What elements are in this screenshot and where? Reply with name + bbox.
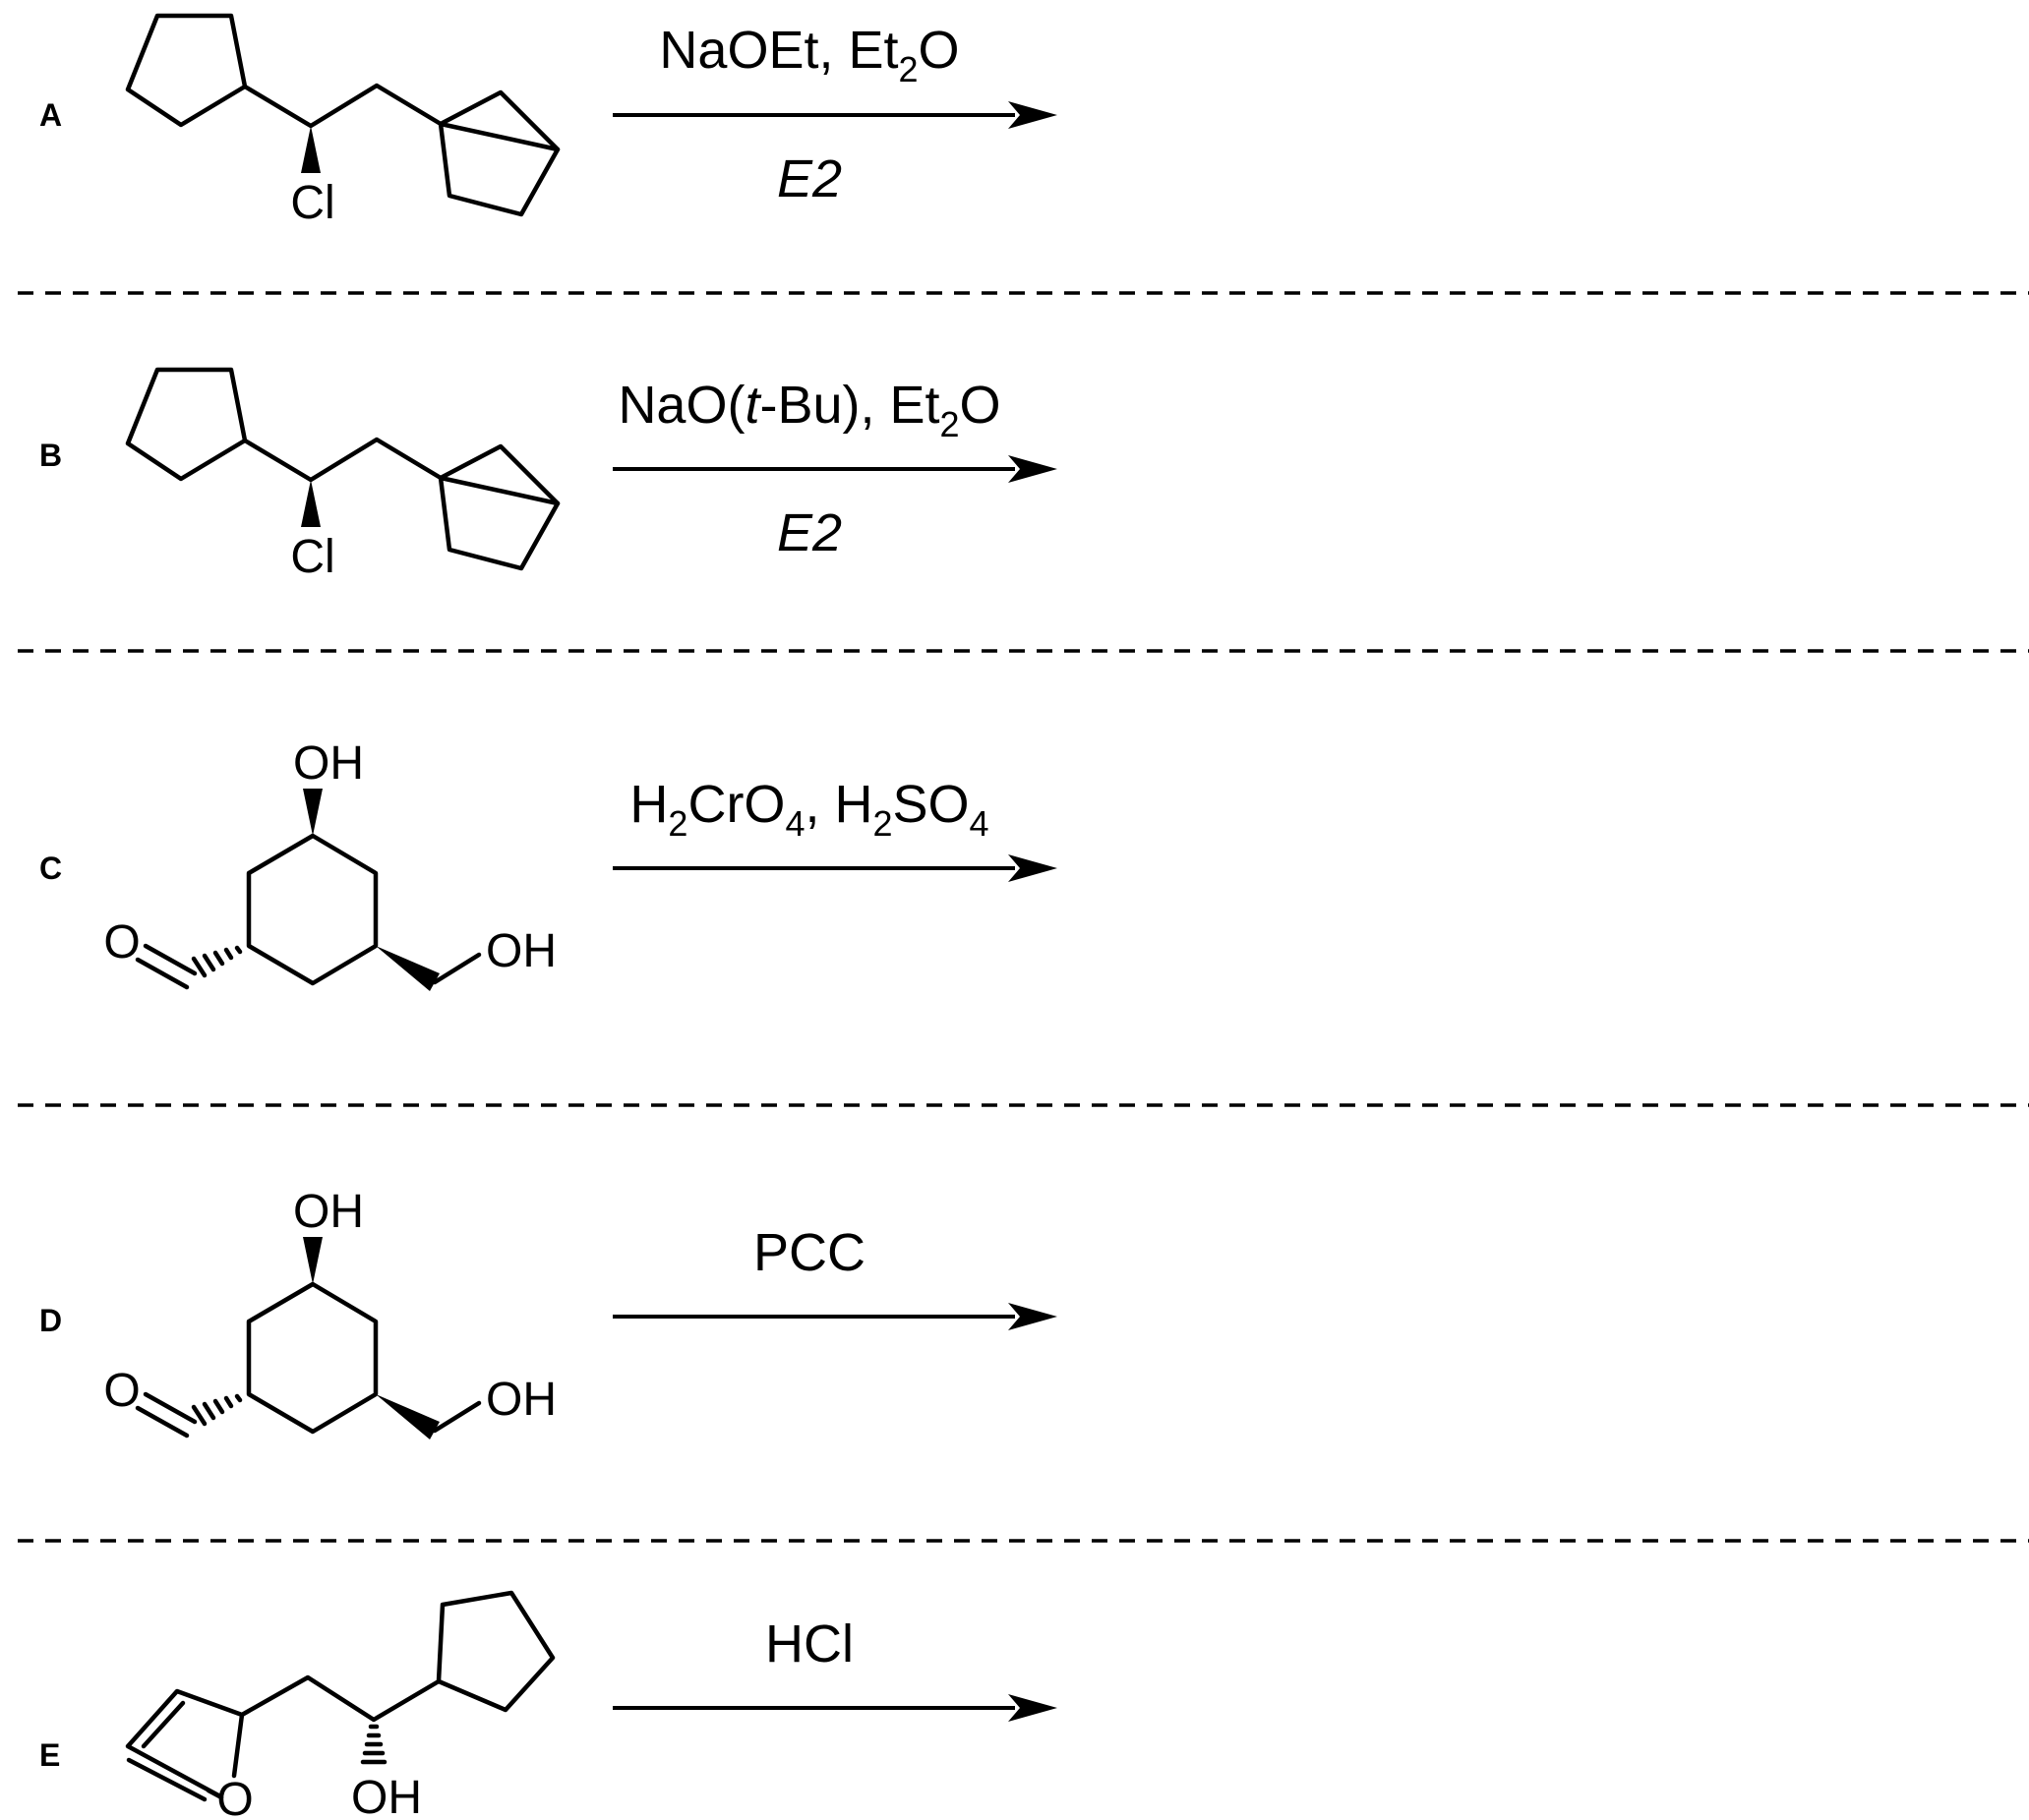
wedge-bond-top bbox=[303, 1237, 323, 1284]
furan-double-bond-inner-1 bbox=[141, 1700, 186, 1749]
reagent-c: H2CrO4, H2SO4 bbox=[629, 775, 988, 844]
arrowhead-a bbox=[1008, 101, 1057, 129]
atom-o-aldehyde: O bbox=[103, 916, 140, 969]
atom-o-aldehyde: O bbox=[103, 1365, 140, 1417]
reaction-e: E O OH HCl bbox=[39, 1590, 1057, 1820]
molecule-a: Cl bbox=[125, 13, 561, 229]
cyclohexane-ring bbox=[246, 833, 379, 986]
wedge-bond-right bbox=[376, 946, 440, 991]
reaction-label-e: E bbox=[39, 1737, 60, 1773]
furan-ring-bonds bbox=[125, 1688, 245, 1799]
bond-ch2-oh bbox=[432, 1400, 482, 1434]
wedge-bond bbox=[301, 126, 321, 173]
reaction-b: B Cl NaO(t-Bu), Et2O E2 bbox=[39, 367, 1057, 583]
reaction-label-a: A bbox=[39, 97, 62, 133]
carbon-chain bbox=[242, 437, 444, 483]
arrowhead-e bbox=[1008, 1694, 1057, 1722]
condition-a: E2 bbox=[777, 149, 842, 208]
atom-cl: Cl bbox=[290, 531, 334, 583]
atom-oh-right: OH bbox=[486, 925, 557, 977]
arrowhead-d bbox=[1008, 1303, 1057, 1330]
wedge-bond-right bbox=[376, 1394, 440, 1439]
reaction-label-c: C bbox=[39, 851, 62, 886]
hash-bond bbox=[191, 1393, 243, 1427]
furan-double-bond-inner-2 bbox=[126, 1757, 208, 1802]
arrowhead-c bbox=[1008, 854, 1057, 882]
atom-oh: OH bbox=[351, 1772, 422, 1820]
carbon-chain bbox=[242, 83, 444, 129]
atom-o-furan: O bbox=[216, 1774, 253, 1820]
wedge-bond-top bbox=[303, 789, 323, 836]
atom-oh-top: OH bbox=[293, 1186, 364, 1238]
cyclopentyl-ring-right bbox=[438, 475, 561, 571]
molecule-e: O OH bbox=[125, 1590, 556, 1820]
molecule-c: OH OH O bbox=[103, 737, 557, 991]
molecule-d: OH OH O bbox=[103, 1186, 557, 1439]
reaction-c: C OH OH O H2CrO4, H2SO4 bbox=[39, 737, 1057, 991]
reagent-e: HCl bbox=[765, 1615, 854, 1673]
atom-oh-right: OH bbox=[486, 1374, 557, 1426]
reaction-label-d: D bbox=[39, 1303, 62, 1338]
reaction-label-b: B bbox=[39, 438, 62, 473]
cyclopentyl-ring bbox=[436, 1590, 556, 1713]
arrowhead-b bbox=[1008, 455, 1057, 483]
cyclohexane-ring bbox=[246, 1281, 379, 1435]
carbonyl-double-bond-1 bbox=[143, 1391, 198, 1425]
condition-b: E2 bbox=[777, 503, 842, 562]
cyclopentyl-ring-right-top bbox=[438, 443, 561, 506]
reagent-a: NaOEt, Et2O bbox=[659, 21, 959, 89]
atom-cl: Cl bbox=[290, 177, 334, 229]
cyclopentyl-ring-left bbox=[125, 367, 248, 482]
hash-bond bbox=[360, 1724, 388, 1765]
carbonyl-double-bond-2 bbox=[135, 1405, 190, 1438]
molecule-b: Cl bbox=[125, 367, 561, 583]
furan-c-o-bond bbox=[231, 1712, 245, 1779]
cyclopentyl-ring-right bbox=[438, 121, 561, 217]
carbonyl-double-bond-2 bbox=[135, 957, 190, 990]
cyclopentyl-ring-left bbox=[125, 13, 248, 128]
bond-ch2-oh bbox=[432, 952, 482, 985]
reagent-d: PCC bbox=[753, 1223, 865, 1282]
cyclopentyl-ring-right-top bbox=[438, 89, 561, 152]
carbonyl-double-bond-1 bbox=[143, 943, 198, 976]
furan-o-bond-short bbox=[206, 1788, 224, 1800]
atom-oh-top: OH bbox=[293, 737, 364, 790]
reaction-a: A Cl NaOEt, Et2O E2 bbox=[39, 13, 1057, 229]
carbon-chain bbox=[239, 1674, 442, 1723]
reagent-b: NaO(t-Bu), Et2O bbox=[618, 376, 1000, 444]
wedge-bond bbox=[301, 480, 321, 527]
hash-bond bbox=[191, 945, 243, 978]
reaction-d: D OH OH O PCC bbox=[39, 1186, 1057, 1439]
